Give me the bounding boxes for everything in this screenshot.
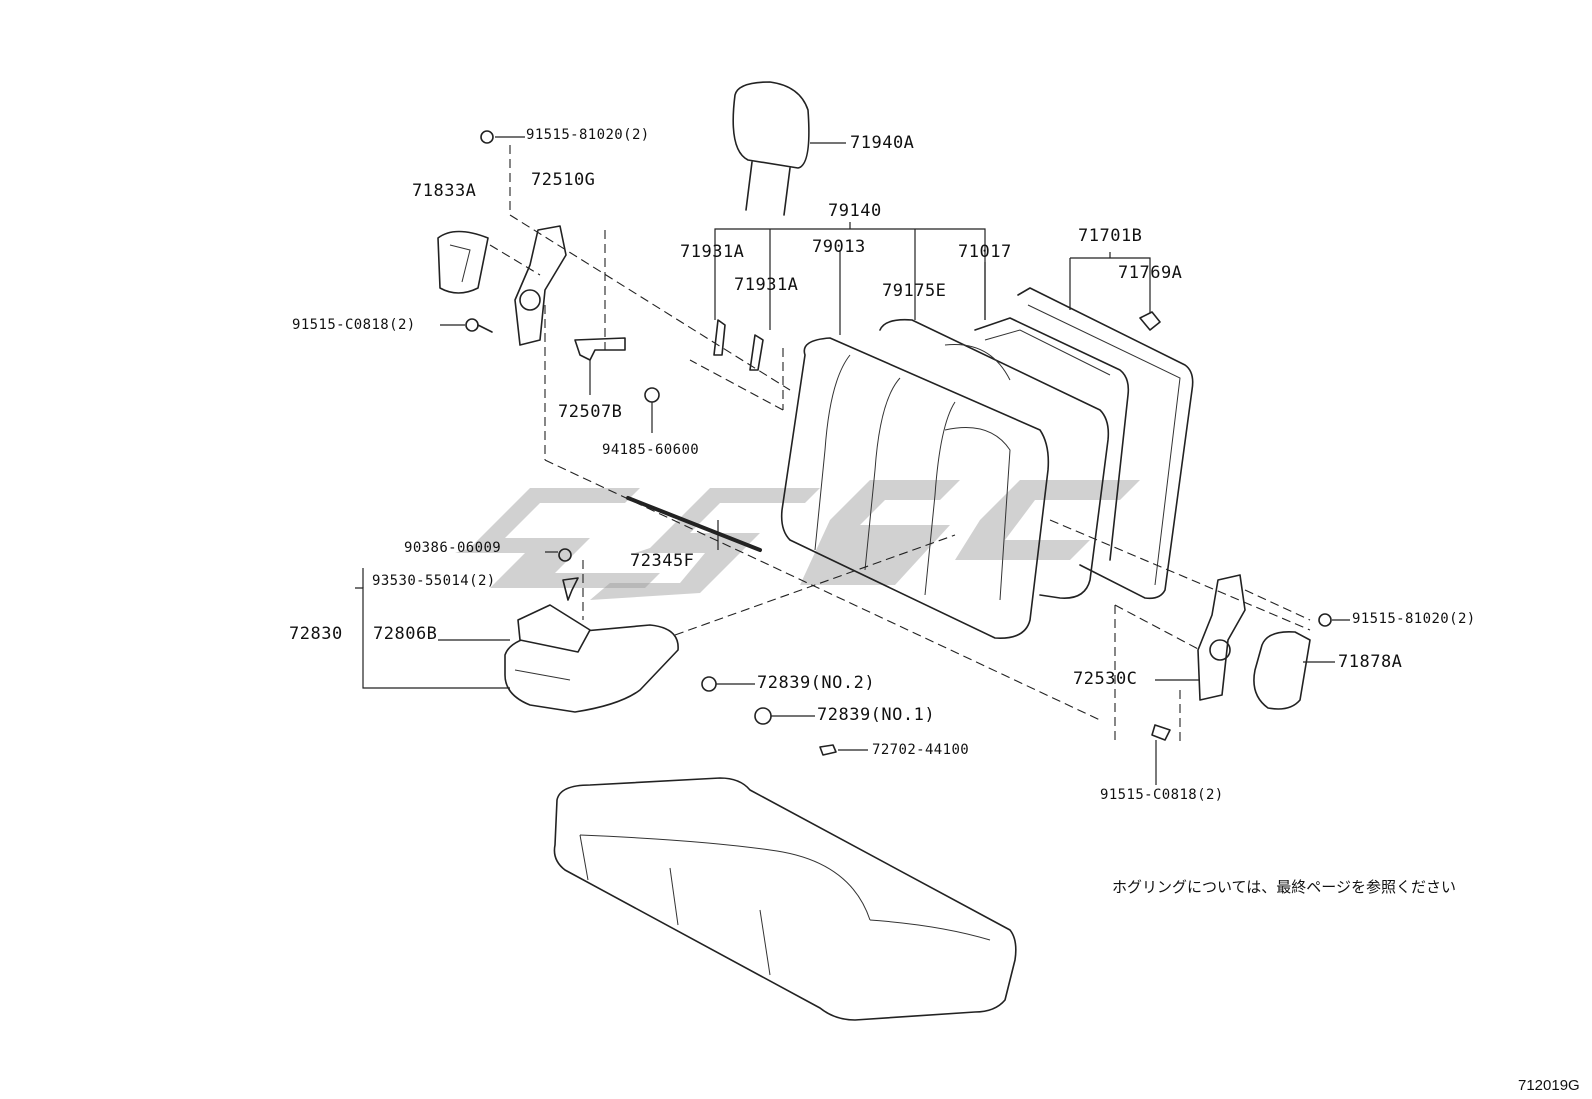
back-board-71701b (1017, 252, 1194, 600)
label-79175e: 79175E (882, 281, 947, 301)
label-91515-c0818-left: 91515-C0818(2) (292, 317, 416, 333)
label-91515-81020-right: 91515-81020(2) (1352, 611, 1476, 627)
label-79140: 79140 (828, 201, 882, 221)
label-72830: 72830 (289, 624, 343, 644)
label-72510g: 72510G (531, 170, 596, 190)
seatback-79013 (780, 337, 1050, 639)
label-71701b: 71701B (1078, 226, 1143, 246)
hook-71931a (689, 319, 784, 411)
label-72345f: 72345F (630, 551, 695, 571)
rod-72345f (626, 496, 762, 552)
label-72507b: 72507B (558, 402, 623, 422)
label-71931a-upper: 71931A (680, 242, 745, 262)
label-71931a-lower: 71931A (734, 275, 799, 295)
label-71833a: 71833A (412, 181, 477, 201)
label-79013: 79013 (812, 237, 866, 257)
label-71940a: 71940A (850, 133, 915, 153)
label-94185-60600: 94185-60600 (602, 442, 700, 458)
cover-71878a (1253, 630, 1335, 710)
armrest-72830 (355, 534, 956, 713)
label-71769a: 71769A (1118, 263, 1183, 283)
label-71017: 71017 (958, 242, 1012, 262)
label-91515-c0818-right: 91515-C0818(2) (1100, 787, 1224, 803)
label-72839-no2: 72839(NO.2) (757, 673, 876, 693)
hog-ring-note: ホグリングについては、最終ページを参照ください (1112, 878, 1456, 896)
label-72839-no1: 72839(NO.1) (817, 705, 936, 725)
clips-72839 (701, 676, 868, 756)
figure-code: 712019G (1518, 1077, 1580, 1094)
label-93530-55014: 93530-55014(2) (372, 573, 496, 589)
label-72702-44100: 72702-44100 (872, 742, 970, 758)
hinge-72530c (1049, 519, 1311, 745)
headrest-71940a (732, 81, 846, 216)
cover-71833a (437, 230, 541, 294)
striker-72507b (574, 337, 660, 433)
seat-cushion (553, 777, 1017, 1021)
label-90386-06009: 90386-06009 (404, 540, 502, 556)
bolt-91515-c0818-left (440, 318, 493, 333)
label-91515-81020-top: 91515-81020(2) (526, 127, 650, 143)
bolt-91515-81020-right (1318, 613, 1350, 627)
frame-71017 (974, 262, 1130, 561)
label-72806b: 72806B (373, 624, 438, 644)
label-72530c: 72530C (1073, 669, 1138, 689)
label-71878a: 71878A (1338, 652, 1403, 672)
watermark-logo (455, 480, 1140, 600)
bolt-91515-c0818-right (1151, 724, 1171, 785)
seatback-pad-79175e (879, 318, 1110, 599)
